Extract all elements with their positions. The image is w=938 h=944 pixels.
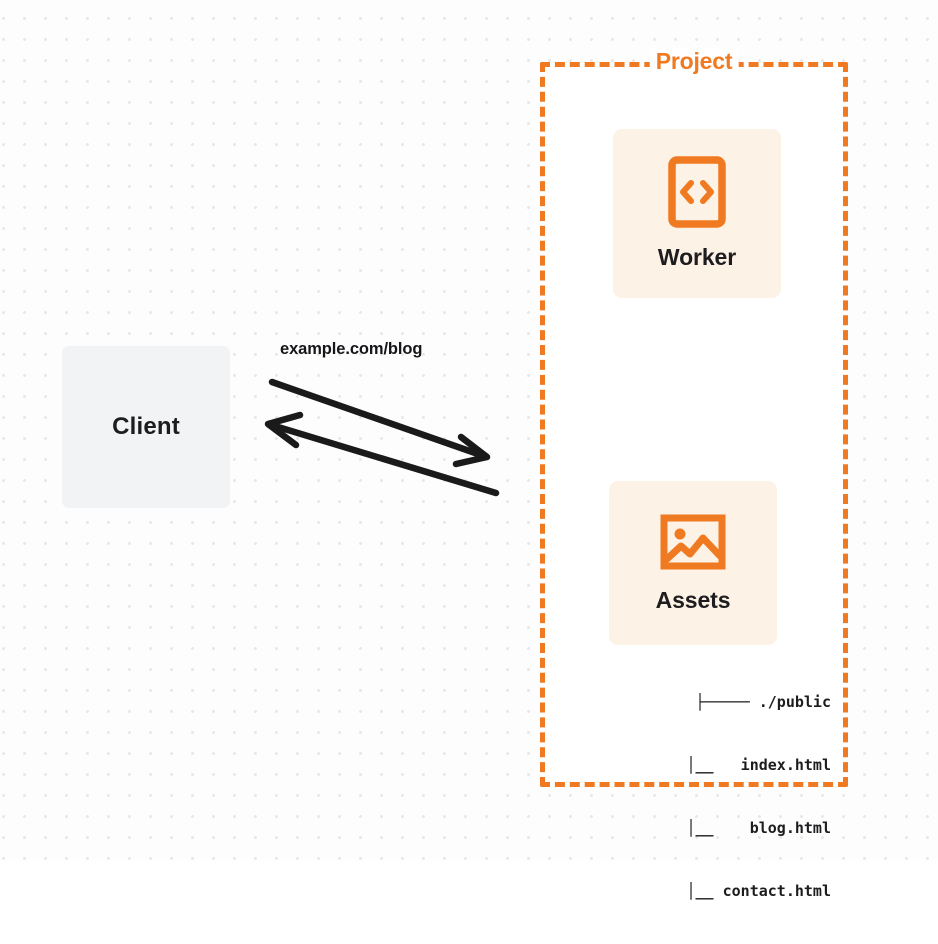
file-tree-row: │__ blog.html	[659, 819, 831, 837]
connection-url-label: example.com/blog	[280, 340, 423, 358]
response-arrow-icon	[264, 411, 500, 497]
project-title: Project	[649, 47, 739, 75]
worker-label: Worker	[657, 244, 737, 270]
assets-file-tree: ├───── ./public │__ index.html │__ blog.…	[586, 650, 831, 944]
client-label: Client	[112, 413, 180, 440]
file-tree-row: │__ index.html	[659, 756, 831, 774]
assets-label: Assets	[655, 586, 731, 613]
file-tree-row: ├───── ./public	[695, 693, 831, 711]
client-node[interactable]: Client	[62, 346, 230, 508]
assets-card[interactable]: Assets	[609, 481, 777, 645]
image-icon	[660, 514, 726, 569]
code-brackets-icon	[668, 156, 726, 228]
request-arrow-icon	[268, 378, 491, 468]
worker-card[interactable]: Worker	[613, 129, 781, 298]
diagram-canvas: Client example.com/blog Project Worker	[0, 0, 938, 900]
file-tree-row: │__ contact.html	[659, 882, 831, 900]
project-group: Project Worker Assets ├───── ./public │_…	[540, 47, 848, 900]
